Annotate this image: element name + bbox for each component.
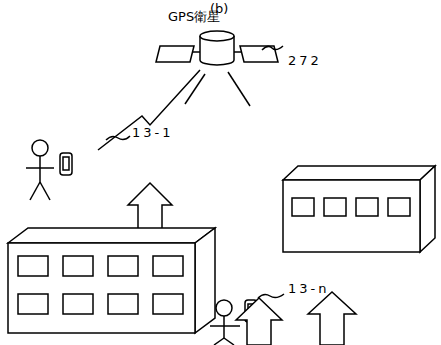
- leader-line: [258, 294, 284, 298]
- callout-number: 13-n: [288, 282, 329, 295]
- leader-line: [106, 136, 130, 140]
- signal-line: [185, 74, 205, 104]
- signal-line: [228, 72, 250, 106]
- window: [292, 198, 410, 216]
- gps-satellite: [156, 31, 283, 65]
- part-name: GPS衛星: [168, 10, 220, 23]
- up-arrow: [236, 298, 282, 345]
- building: [283, 166, 435, 252]
- up-arrow: [128, 183, 172, 232]
- callout-number: 272: [288, 54, 322, 67]
- window: [18, 256, 183, 314]
- person: [26, 140, 72, 200]
- callout-number: 13-1: [132, 126, 174, 139]
- building: [8, 228, 215, 333]
- up-arrow: [308, 292, 356, 345]
- signal-zigzag: [98, 70, 200, 150]
